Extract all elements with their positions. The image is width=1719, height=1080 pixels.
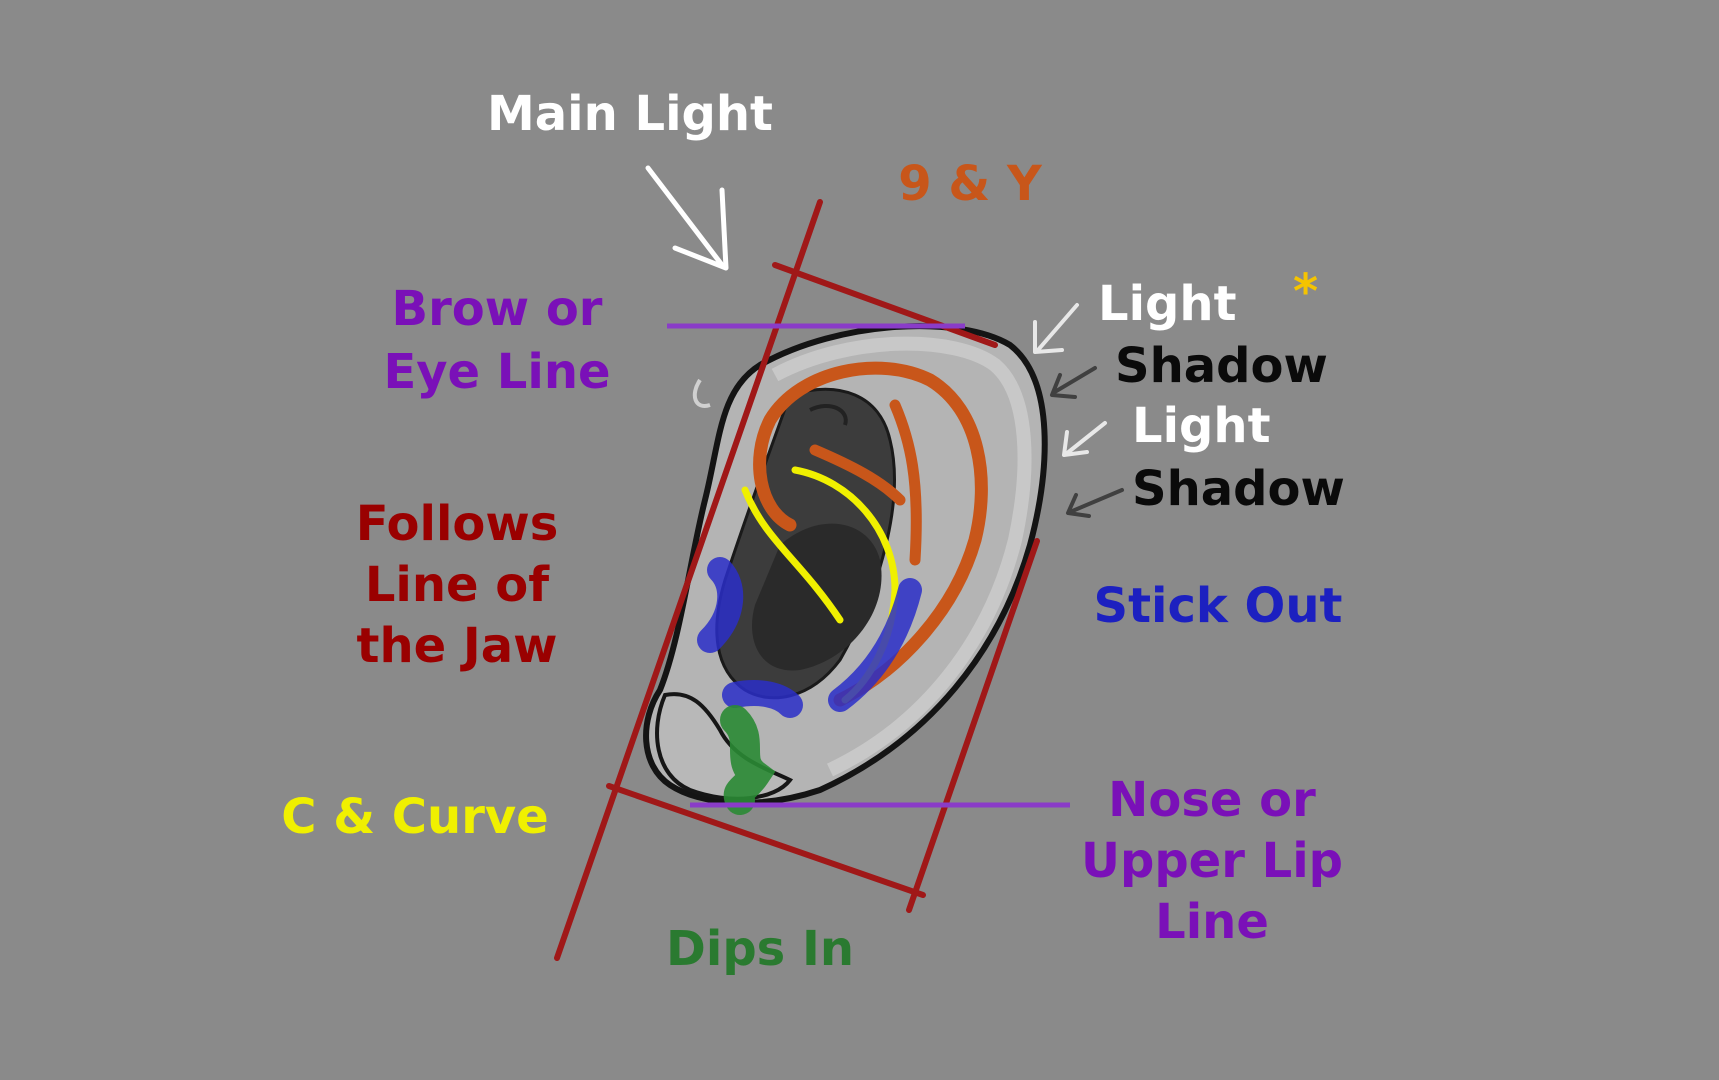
- jaw-label-1: Follows: [356, 496, 559, 552]
- light-label-2: Light: [1132, 398, 1271, 454]
- orange-y-stroke: [809, 444, 906, 506]
- asterisk-icon: *: [1293, 264, 1318, 320]
- red-line-top: [772, 262, 998, 348]
- nine-y-label: 9 & Y: [898, 156, 1043, 212]
- brow-line-label-2: Eye Line: [383, 344, 610, 400]
- shadow-label-1: Shadow: [1115, 338, 1328, 394]
- light-arrow-icon-2: [1062, 421, 1107, 457]
- blue-stick-out-bottom: [722, 680, 803, 718]
- nose-label-2: Upper Lip: [1081, 833, 1343, 889]
- orange-y-stem: [889, 399, 922, 566]
- main-light-arrow-icon: [645, 165, 729, 271]
- shadow-label-2: Shadow: [1132, 461, 1345, 517]
- nose-label-3: Line: [1155, 894, 1269, 950]
- light-label-1: Light: [1098, 276, 1237, 332]
- green-dips-in: [720, 705, 776, 815]
- red-line-bottom: [606, 783, 926, 898]
- red-line-right: [906, 538, 1040, 913]
- dips-in-label: Dips In: [666, 921, 854, 977]
- shadow-arrow-icon-1: [1050, 366, 1097, 399]
- yellow-c-stroke: [741, 486, 844, 624]
- nose-label-1: Nose or: [1108, 772, 1316, 828]
- ear-sketch-stroke: [809, 404, 848, 426]
- jaw-label-3: the Jaw: [357, 618, 558, 674]
- ear-helix-rim: [771, 336, 1032, 777]
- orange-nine-stroke: [753, 361, 988, 707]
- jaw-label-2: Line of: [365, 557, 550, 613]
- blue-stick-out-right: [828, 578, 922, 712]
- light-arrow-icon-1: [1033, 303, 1079, 354]
- main-light-label: Main Light: [487, 86, 773, 142]
- ear-drawing: [643, 323, 1048, 806]
- c-curve-label: C & Curve: [281, 789, 548, 845]
- brow-line-label-1: Brow or: [392, 281, 603, 337]
- ear-sketch-stroke: [692, 378, 711, 408]
- shadow-arrow-icon-2: [1066, 488, 1124, 518]
- stick-out-label: Stick Out: [1094, 578, 1343, 634]
- blue-stick-out-left: [697, 557, 744, 653]
- ear-inner-shadow: [752, 523, 882, 671]
